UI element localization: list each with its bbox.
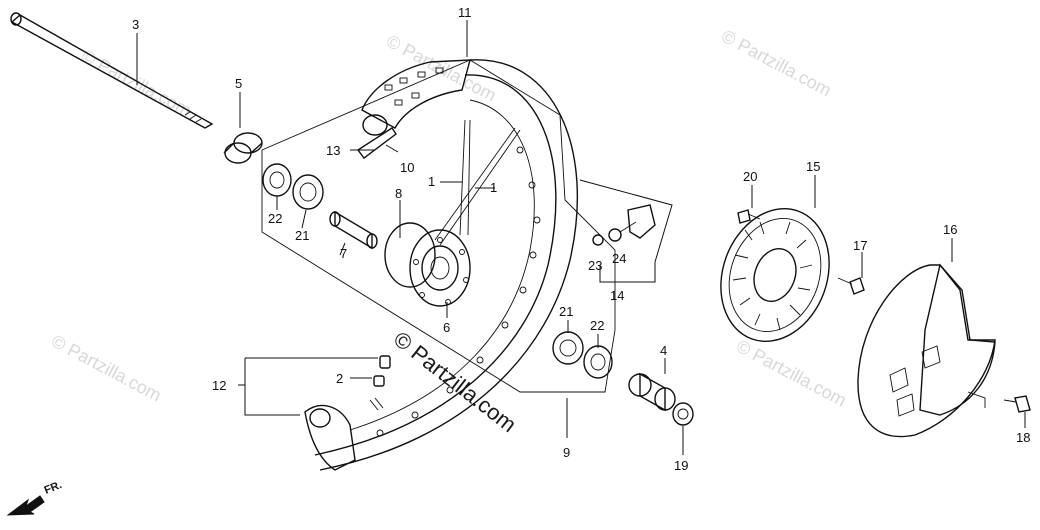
callout-6: 6 xyxy=(443,320,450,335)
cover-bolt-part xyxy=(837,277,865,295)
callout-15: 15 xyxy=(806,159,820,174)
right-bearings xyxy=(552,331,613,379)
rim-spoke-holes xyxy=(376,146,541,437)
disc-cover-part xyxy=(857,263,996,438)
brake-disc-part xyxy=(720,207,830,343)
watermark-text: © Partzilla.com xyxy=(733,336,849,411)
callout-14: 14 xyxy=(610,288,624,303)
callout-2: 2 xyxy=(336,371,343,386)
spokes-part xyxy=(434,119,521,246)
side-collar-part xyxy=(628,372,676,412)
rim-band-part xyxy=(356,127,397,159)
left-bearings xyxy=(262,163,324,210)
watermark-text: © Partzilla.com xyxy=(718,26,834,101)
callout-10: 10 xyxy=(400,160,414,175)
callout-5: 5 xyxy=(235,76,242,91)
watermark-layer: © Partzilla.com © Partzilla.com © Partzi… xyxy=(48,26,849,411)
callout-9: 9 xyxy=(563,445,570,460)
callout-24: 24 xyxy=(612,251,626,266)
watermark-text: © Partzilla.com xyxy=(48,331,164,406)
distance-collar-part xyxy=(329,210,378,250)
callout-21: 21 xyxy=(559,304,573,319)
front-direction-label: FR. xyxy=(43,479,64,497)
callout-17: 17 xyxy=(853,238,867,253)
flange-bolt-part xyxy=(1003,395,1031,413)
callout-11: 11 xyxy=(458,5,472,20)
rim-lock-part xyxy=(592,204,656,246)
callout-20: 20 xyxy=(743,169,757,184)
callout-labels: 1 1 2 3 4 5 6 7 8 9 10 11 12 13 14 15 16… xyxy=(132,5,1030,473)
callout-8: 8 xyxy=(395,186,402,201)
leader-lines xyxy=(136,20,1026,455)
callout-4: 4 xyxy=(660,343,667,358)
watermark-main: © Partzilla.com xyxy=(389,326,521,437)
front-direction-indicator: FR. xyxy=(6,479,64,516)
disc-bolt-part xyxy=(737,209,761,224)
callout-23: 23 xyxy=(588,258,602,273)
callout-13: 13 xyxy=(326,143,340,158)
callout-12: 12 xyxy=(212,378,226,393)
hub-part xyxy=(384,222,471,307)
dust-seal-part xyxy=(672,402,694,426)
assembly-outline xyxy=(261,59,616,393)
valve-part xyxy=(369,355,391,411)
callout-1: 1 xyxy=(428,174,435,189)
callout-3: 3 xyxy=(132,17,139,32)
axle-part xyxy=(10,12,214,129)
watermark-text: © Partzilla.com xyxy=(78,46,194,121)
rim-part xyxy=(314,59,578,471)
callout-7: 7 xyxy=(340,246,347,261)
callout-19: 19 xyxy=(674,458,688,473)
collar-part xyxy=(223,132,263,164)
callout-21: 21 xyxy=(295,228,309,243)
front-arrow-icon xyxy=(6,495,45,516)
callout-16: 16 xyxy=(943,222,957,237)
callout-18: 18 xyxy=(1016,430,1030,445)
callout-1: 1 xyxy=(490,180,497,195)
tire-part xyxy=(304,59,471,471)
callout-22: 22 xyxy=(590,318,604,333)
callout-22: 22 xyxy=(268,211,282,226)
